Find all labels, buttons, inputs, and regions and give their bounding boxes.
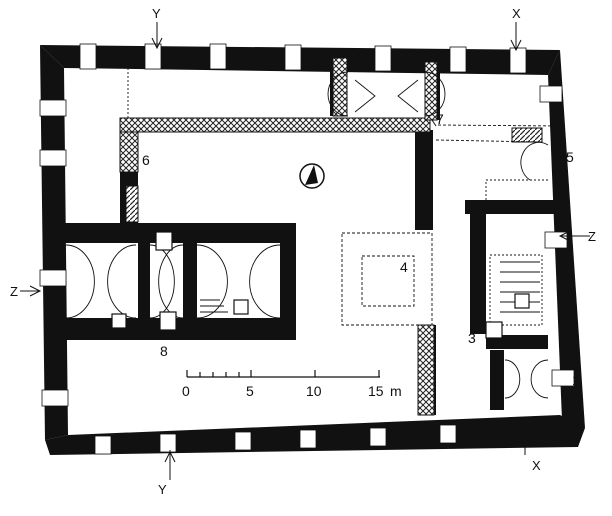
room-label-3: 3	[468, 330, 476, 346]
section-label-z-left: Z	[10, 284, 18, 299]
room-label-4: 4	[400, 259, 408, 275]
section-label-z-right: Z	[588, 229, 596, 244]
window-openings	[39, 43, 575, 455]
section-label-y-bottom: Y	[158, 482, 167, 497]
dashed-outlines	[127, 68, 561, 326]
section-label-y-top: Y	[152, 6, 161, 21]
scale-bar	[186, 370, 380, 378]
section-label-x-bottom: X	[532, 458, 541, 473]
scale-tick-0: 0	[182, 383, 190, 399]
staircase	[200, 261, 540, 313]
section-markers	[20, 22, 590, 480]
room-label-7: 7	[436, 111, 444, 127]
north-arrow-icon	[299, 163, 325, 189]
room-label-1: 1	[572, 372, 580, 388]
section-label-x-top: X	[512, 6, 521, 21]
room-label-2: 2	[572, 331, 580, 347]
piers	[111, 231, 530, 339]
room-label-5: 5	[566, 149, 574, 165]
label-7-leader	[431, 119, 437, 127]
hatched-walls	[119, 57, 543, 416]
scale-unit: m	[390, 383, 402, 399]
room-label-8: 8	[160, 343, 168, 359]
scale-tick-15: 15	[368, 383, 384, 399]
scale-tick-10: 10	[306, 383, 322, 399]
room-label-6: 6	[142, 152, 150, 168]
scale-tick-5: 5	[246, 383, 254, 399]
